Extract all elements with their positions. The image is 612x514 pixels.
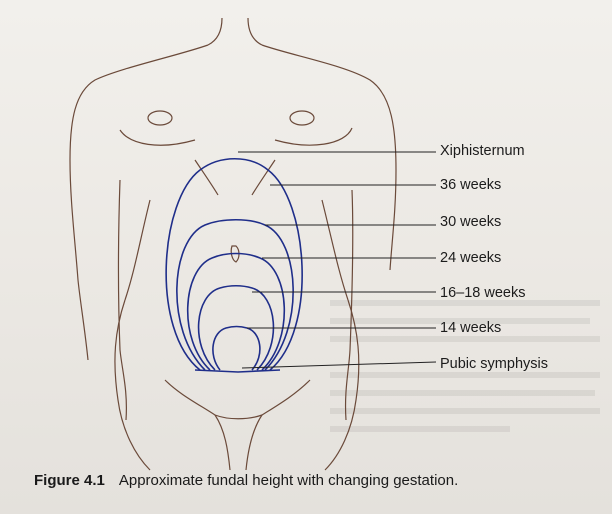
curve-30-weeks bbox=[176, 218, 294, 371]
body-outline bbox=[69, 17, 397, 471]
curve-14-weeks bbox=[212, 325, 261, 371]
label-24-weeks: 24 weeks bbox=[440, 250, 502, 266]
caption-text: Approximate fundal height with changing … bbox=[118, 472, 459, 489]
fundal-curves bbox=[165, 158, 303, 373]
curve-16-18-weeks bbox=[197, 284, 275, 371]
label-30-weeks: 30 weeks bbox=[440, 214, 502, 230]
curve-36-weeks bbox=[165, 158, 303, 371]
label-36-weeks: 36 weeks bbox=[440, 177, 502, 193]
label-16-18-weeks: 16–18 weeks bbox=[440, 285, 526, 301]
leader-lines bbox=[238, 151, 437, 369]
figure-number: Figure 4.1 bbox=[34, 472, 105, 489]
label-xiphisternum: Xiphisternum bbox=[440, 143, 525, 159]
figure-caption: Figure 4.1 Approximate fundal height with… bbox=[34, 472, 458, 489]
label-14-weeks: 14 weeks bbox=[440, 320, 502, 336]
leader-pubic-symphysis bbox=[241, 361, 437, 369]
curve-24-weeks bbox=[186, 252, 286, 371]
label-pubic-symphysis: Pubic symphysis bbox=[440, 356, 548, 372]
background-text-bleed bbox=[330, 300, 600, 432]
